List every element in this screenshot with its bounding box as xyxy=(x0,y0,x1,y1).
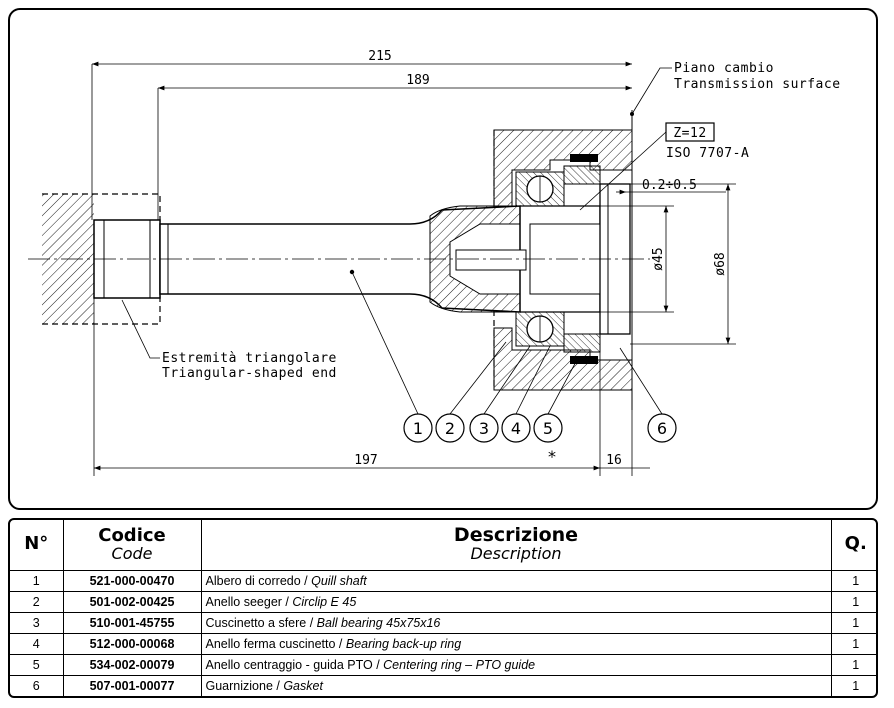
dim-16-text: 16 xyxy=(606,453,622,468)
row-code: 507-001-00077 xyxy=(62,674,202,696)
dim-gap: 0.2÷0.5 xyxy=(616,178,726,195)
transmission-label-en: Transmission surface xyxy=(674,77,841,92)
pto-shaft-section-drawing: 215 189 197 16 * 0.2÷0.5 xyxy=(28,49,841,476)
svg-text:5: 5 xyxy=(543,419,553,438)
table-row: 5 534-002-00079 Anello centraggio - guid… xyxy=(10,653,876,676)
end-callout: Estremità triangolare Triangular-shaped … xyxy=(121,299,337,381)
dim-197-text: 197 xyxy=(354,453,377,468)
balloon-1: 1 xyxy=(403,413,433,443)
transmission-callout: Piano cambio Transmission surface xyxy=(630,61,841,116)
row-description: Anello seeger / Circlip E 45 xyxy=(200,590,832,613)
table-row: 4 512-000-00068 Anello ferma cuscinetto … xyxy=(10,632,876,655)
balloon-4: 4 xyxy=(501,413,531,443)
header-code-it: Codice xyxy=(98,524,166,546)
balloon-5: 5 xyxy=(533,413,563,443)
right-housing xyxy=(493,110,633,410)
row-number: 5 xyxy=(10,653,64,676)
row-description: Albero di corredo / Quill shaft xyxy=(200,569,832,592)
row-number: 6 xyxy=(10,674,64,696)
end-label-it: Estremità triangolare xyxy=(162,351,337,366)
bearing-top xyxy=(515,171,565,207)
dim-d68-text: ø68 xyxy=(713,252,728,275)
dim-gap-text: 0.2÷0.5 xyxy=(642,178,697,193)
row-quantity: 1 xyxy=(830,569,876,592)
row-description: Anello ferma cuscinetto / Bearing back-u… xyxy=(200,632,832,655)
row-quantity: 1 xyxy=(830,653,876,676)
dim-16: 16 xyxy=(600,390,650,476)
rings xyxy=(563,154,601,364)
dim-215: 215 xyxy=(91,49,632,220)
row-description: Cuscinetto a sfere / Ball bearing 45x75x… xyxy=(200,611,832,634)
row-quantity: 1 xyxy=(830,674,876,696)
header-number: N° xyxy=(10,520,64,571)
svg-text:4: 4 xyxy=(511,419,521,438)
left-housing xyxy=(42,193,161,325)
spline-callout: Z=12 ISO 7707-A xyxy=(579,122,749,211)
header-desc-it: Descrizione xyxy=(453,524,579,547)
svg-text:2: 2 xyxy=(445,419,455,438)
svg-text:3: 3 xyxy=(479,419,489,438)
dim-189-text: 189 xyxy=(406,73,429,88)
balloon-6: 6 xyxy=(647,413,677,443)
balloon-leaders xyxy=(349,269,663,415)
spline-box-text: Z=12 xyxy=(673,126,706,141)
header-quantity: Q. xyxy=(830,520,876,571)
row-quantity: 1 xyxy=(830,632,876,655)
table-row: 1 521-000-00470 Albero di corredo / Quil… xyxy=(10,569,876,592)
balloons: 1 2 3 4 5 6 xyxy=(403,413,677,443)
row-quantity: 1 xyxy=(830,611,876,634)
dim-d45-text: ø45 xyxy=(651,247,666,270)
dim-215-text: 215 xyxy=(368,49,391,64)
header-desc-en: Description xyxy=(470,544,562,564)
svg-text:1: 1 xyxy=(413,419,423,438)
table-row: 3 510-001-45755 Cuscinetto a sfere / Bal… xyxy=(10,611,876,634)
parts-list-table: N° Codice Code Descrizione Description Q… xyxy=(8,518,878,698)
end-label-en: Triangular-shaped end xyxy=(162,366,337,381)
row-quantity: 1 xyxy=(830,590,876,613)
row-number: 1 xyxy=(10,569,64,592)
row-description: Anello centraggio - guida PTO / Centerin… xyxy=(200,653,832,676)
row-code: 512-000-00068 xyxy=(62,632,202,655)
dim-189: 189 xyxy=(157,73,632,220)
row-code: 501-002-00425 xyxy=(62,590,202,613)
row-number: 2 xyxy=(10,590,64,613)
header-code: Codice Code xyxy=(62,520,202,571)
row-number: 4 xyxy=(10,632,64,655)
dim-197: 197 xyxy=(93,298,601,476)
svg-text:6: 6 xyxy=(657,419,667,438)
row-number: 3 xyxy=(10,611,64,634)
header-description: Descrizione Description xyxy=(200,520,832,571)
balloon-3: 3 xyxy=(469,413,499,443)
technical-drawing: 215 189 197 16 * 0.2÷0.5 xyxy=(8,8,878,510)
row-code: 521-000-00470 xyxy=(62,569,202,592)
row-code: 510-001-45755 xyxy=(62,611,202,634)
transmission-label-it: Piano cambio xyxy=(674,61,774,76)
header-code-en: Code xyxy=(111,543,153,563)
table-row: 2 501-002-00425 Anello seeger / Circlip … xyxy=(10,590,876,613)
asterisk: * xyxy=(548,447,556,466)
table-header-row: N° Codice Code Descrizione Description Q… xyxy=(10,520,876,571)
spline-standard: ISO 7707-A xyxy=(666,146,749,161)
balloon-2: 2 xyxy=(435,413,465,443)
row-code: 534-002-00079 xyxy=(62,653,202,676)
dim-d45: ø45 xyxy=(600,205,674,313)
dim-d68: ø68 xyxy=(630,183,736,345)
bearing-bottom xyxy=(515,311,565,347)
table-row: 6 507-001-00077 Guarnizione / Gasket 1 xyxy=(10,674,876,696)
row-description: Guarnizione / Gasket xyxy=(200,674,832,696)
